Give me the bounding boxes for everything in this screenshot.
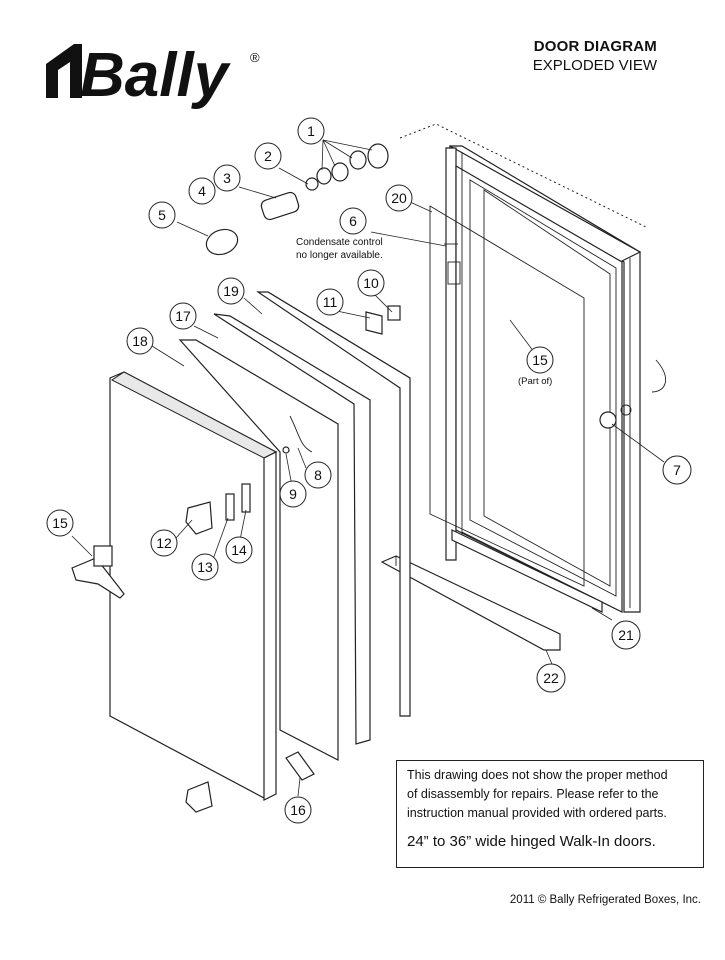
callout-2: 2 — [254, 142, 282, 170]
callout-11: 11 — [316, 288, 344, 316]
callout-8: 8 — [304, 461, 332, 489]
callout-12: 12 — [150, 529, 178, 557]
callout-19: 19 — [217, 277, 245, 305]
callout-15-frame: 15 — [526, 346, 554, 374]
insulation-18 — [178, 339, 339, 761]
notice-box: This drawing does not show the proper me… — [396, 760, 704, 868]
callout-21: 21 — [611, 620, 641, 650]
svg-text:18: 18 — [132, 333, 148, 349]
hinge-lower — [185, 781, 213, 813]
condensate-note: Condensate control no longer available. — [296, 236, 383, 262]
svg-text:2: 2 — [264, 148, 272, 164]
svg-text:14: 14 — [231, 542, 247, 558]
part-of-label: (Part of) — [518, 376, 553, 387]
door-type-text: 24” to 36” wide hinged Walk-In doors. — [407, 833, 656, 850]
callout-1: 1 — [297, 117, 325, 145]
door-slab — [109, 371, 278, 801]
callout-5: 5 — [148, 201, 176, 229]
callout-6: 6 — [339, 207, 367, 235]
bally-logo: Bally ® — [46, 41, 260, 110]
svg-text:15: 15 — [532, 352, 548, 368]
heater-wire — [289, 415, 313, 453]
condensate-note-line2: no longer available. — [296, 250, 383, 261]
callout-18: 18 — [126, 327, 154, 355]
svg-text:10: 10 — [363, 275, 379, 291]
svg-text:®: ® — [250, 50, 260, 65]
callout-22: 22 — [536, 663, 566, 693]
svg-text:7: 7 — [673, 462, 681, 478]
condensate-note-line1: Condensate control — [296, 237, 383, 248]
part-13 — [225, 493, 235, 521]
svg-text:20: 20 — [391, 190, 407, 206]
diagram-title: DOOR DIAGRAM — [533, 38, 657, 55]
switch-part — [387, 305, 401, 321]
svg-text:21: 21 — [618, 627, 634, 643]
sill-plate — [380, 555, 561, 651]
svg-text:8: 8 — [314, 467, 322, 483]
callout-14: 14 — [225, 536, 253, 564]
svg-text:4: 4 — [198, 183, 206, 199]
diagram-subtitle: EXPLODED VIEW — [532, 57, 657, 74]
svg-text:19: 19 — [223, 283, 239, 299]
callout-9: 9 — [279, 480, 307, 508]
svg-text:11: 11 — [323, 294, 338, 310]
svg-text:1: 1 — [307, 123, 315, 139]
notice-line1: This drawing does not show the proper me… — [407, 768, 668, 782]
liner-17 — [213, 313, 371, 745]
svg-text:22: 22 — [543, 670, 559, 686]
callout-4: 4 — [188, 177, 216, 205]
svg-text:3: 3 — [223, 170, 231, 186]
copyright: 2011 © Bally Refrigerated Boxes, Inc. — [509, 894, 701, 906]
svg-text:13: 13 — [197, 559, 213, 575]
svg-text:12: 12 — [156, 535, 172, 551]
svg-text:15: 15 — [52, 515, 68, 531]
svg-text:6: 6 — [349, 213, 357, 229]
switch-plate — [365, 311, 383, 335]
callout-17: 17 — [169, 302, 197, 330]
callout-15-handle: 15 — [46, 509, 74, 537]
svg-text:16: 16 — [290, 802, 306, 818]
callout-16: 16 — [284, 796, 312, 824]
callout-7: 7 — [662, 455, 692, 485]
door-frame — [444, 144, 642, 613]
gasket-panel — [429, 205, 585, 587]
threshold-16 — [285, 751, 315, 781]
callout-13: 13 — [191, 553, 219, 581]
part-14 — [241, 483, 251, 513]
callout-20: 20 — [385, 184, 413, 212]
svg-text:Bally: Bally — [80, 41, 232, 110]
notice-line3: instruction manual provided with ordered… — [407, 806, 667, 820]
svg-text:5: 5 — [158, 207, 166, 223]
door-handle — [71, 545, 125, 599]
light-assembly — [205, 143, 389, 256]
callout-3: 3 — [213, 164, 241, 192]
door-sweep — [451, 529, 603, 613]
guide-line — [399, 123, 649, 229]
hinge-upper — [185, 501, 213, 535]
title-block: DOOR DIAGRAM EXPLODED VIEW — [533, 38, 657, 74]
svg-text:9: 9 — [289, 486, 297, 502]
notice-line2: of disassembly for repairs. Please refer… — [407, 787, 659, 801]
callout-10: 10 — [357, 269, 385, 297]
svg-text:17: 17 — [175, 308, 191, 324]
